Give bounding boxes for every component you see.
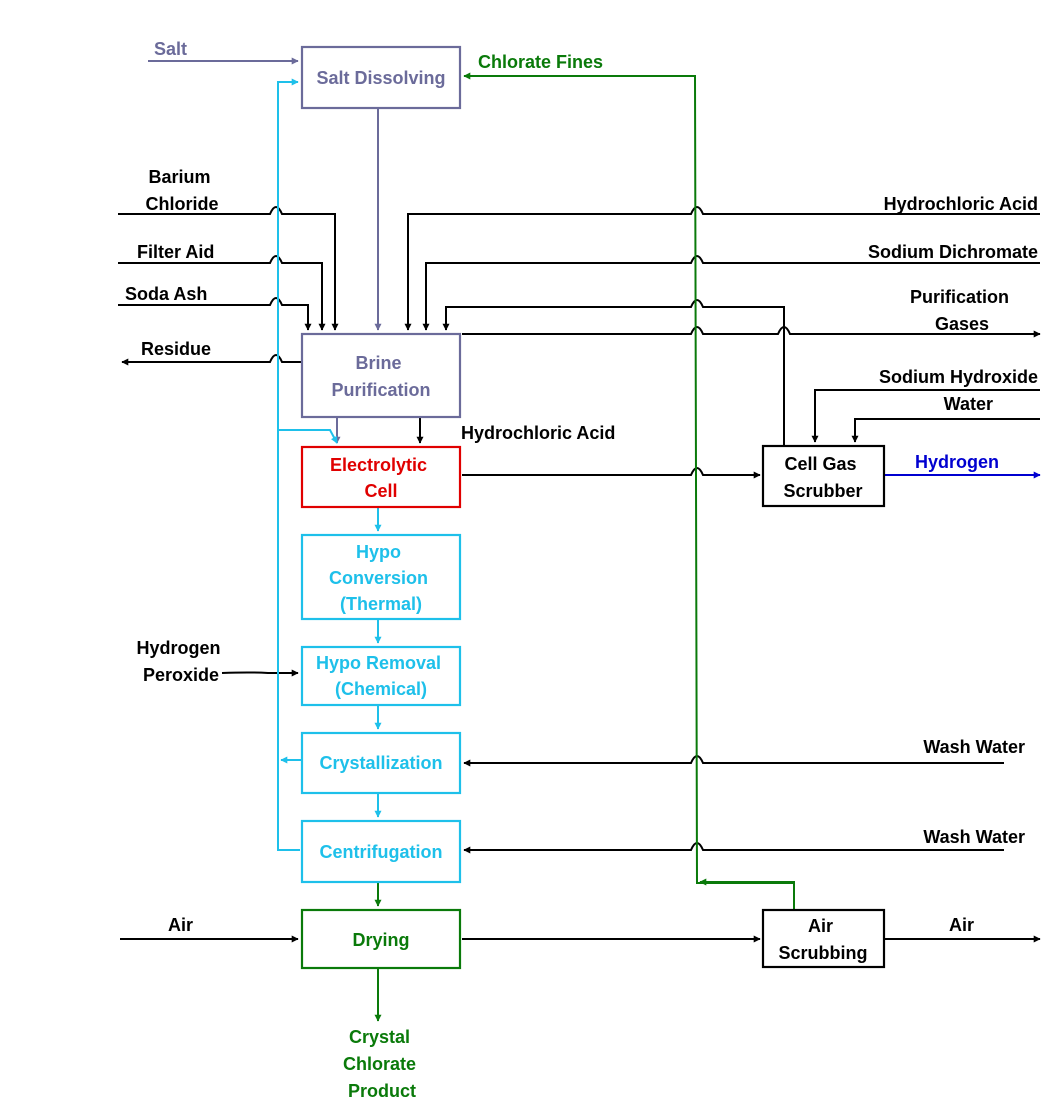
purification-gases-line <box>462 326 1041 338</box>
air-out-label: Air <box>949 915 974 935</box>
cell-gas-scrubber-label-line-1: Cell Gas <box>784 454 856 474</box>
brine-purification-box: Brine Purification <box>300 332 462 419</box>
svg-text:Crystallization: Crystallization <box>319 753 442 773</box>
electrolytic-cell-label-line-1: Electrolytic <box>330 455 427 475</box>
hypo-conversion-label-line-1: Hypo <box>356 542 401 562</box>
air-scrubbing-box: Air Scrubbing <box>761 908 886 969</box>
centrifugation-box: Centrifugation <box>300 819 462 884</box>
svg-text:Brine Purification: Brine Purification <box>331 353 430 400</box>
product-label-line-2: Chlorate <box>343 1054 416 1074</box>
air-scrubbing-to-fines-line <box>699 878 795 910</box>
barium-chloride-label-line-2: Chloride <box>145 194 218 214</box>
svg-text:Drying: Drying <box>352 930 409 950</box>
svg-text:Hypo Removal (Chemical): Hypo Removal (Chemical) <box>316 653 446 699</box>
electrolytic-cell-box: Electrolytic Cell <box>300 445 462 509</box>
purification-gases-label-line-1: Purification <box>910 287 1009 307</box>
crystallization-label: Crystallization <box>319 753 442 773</box>
hydrogen-peroxide-label-line-2: Peroxide <box>143 665 219 685</box>
centrifugation-label: Centrifugation <box>320 842 443 862</box>
wash-water-1-line <box>463 755 1004 767</box>
svg-text:Centrifugation: Centrifugation <box>320 842 443 862</box>
hydrogen-peroxide-line <box>221 669 299 677</box>
hypo-conversion-label-line-2: Conversion <box>329 568 428 588</box>
air-scrubbing-label-line-1: Air <box>808 916 833 936</box>
wash-water-2-label: Wash Water <box>923 827 1025 847</box>
sodium-hydroxide-line <box>811 389 1040 443</box>
filter-aid-label: Filter Aid <box>137 242 214 262</box>
electrolytic-cell-label-line-2: Cell <box>364 481 397 501</box>
hydrogen-label: Hydrogen <box>915 452 999 472</box>
hypo-removal-box: Hypo Removal (Chemical) <box>300 645 462 707</box>
barium-chloride-line <box>118 206 339 331</box>
svg-text:Air Scrubbing: Air Scrubbing <box>779 916 868 963</box>
purification-gases-label-line-2: Gases <box>935 314 989 334</box>
svg-text:Hydrogen Peroxide: Hydrogen Peroxide <box>136 638 225 685</box>
svg-text:Electrolytic Cell: Electrolytic Cell <box>330 455 432 501</box>
chlorate-fines-line <box>463 72 795 884</box>
product-label-line-3: Product <box>348 1081 416 1101</box>
barium-chloride-label-line-1: Barium <box>148 167 210 187</box>
cell-to-scrubber-line <box>462 467 761 479</box>
product-label-line-1: Crystal <box>349 1027 410 1047</box>
svg-text:Crystal Chlorate Produ: Crystal Chlorate Product <box>343 1027 421 1101</box>
air-scrubbing-label-line-2: Scrubbing <box>779 943 868 963</box>
hydrochloric-acid-top-label: Hydrochloric Acid <box>884 194 1038 214</box>
water-line <box>851 418 1040 443</box>
residue-label: Residue <box>141 339 211 359</box>
chlorate-fines-label: Chlorate Fines <box>478 52 603 72</box>
soda-ash-line <box>118 297 312 331</box>
hypo-removal-label-line-2: (Chemical) <box>335 679 427 699</box>
wash-water-1-label: Wash Water <box>923 737 1025 757</box>
water-label: Water <box>944 394 993 414</box>
scrubber-recycle-line <box>442 299 785 446</box>
svg-text:Hypo Conversion (T: Hypo Conversion (Thermal) <box>329 542 433 614</box>
hypo-conversion-box: Hypo Conversion (Thermal) <box>300 533 462 621</box>
svg-text:Barium Chloride: Barium Chloride <box>145 167 218 214</box>
hydrochloric-acid-cell-label: Hydrochloric Acid <box>461 423 615 443</box>
recycle-to-cell-branch <box>278 429 338 444</box>
salt-dissolving-label: Salt Dissolving <box>316 68 445 88</box>
hypo-conversion-label-line-3: (Thermal) <box>340 594 422 614</box>
brine-purification-label-line-1: Brine <box>355 353 401 373</box>
svg-text:Purification Gases: Purification Gases <box>910 287 1014 334</box>
drying-label: Drying <box>352 930 409 950</box>
salt-dissolving-box: Salt Dissolving <box>300 45 462 110</box>
hydrochloric-acid-top-line <box>404 206 1040 331</box>
cell-gas-scrubber-box: Cell Gas Scrubber <box>761 444 886 508</box>
cell-gas-scrubber-label-line-2: Scrubber <box>783 481 862 501</box>
crystallization-box: Crystallization <box>300 731 462 795</box>
brine-purification-label-line-2: Purification <box>331 380 430 400</box>
filter-aid-line <box>118 255 326 331</box>
hypo-removal-label-line-1: Hypo Removal <box>316 653 441 673</box>
sodium-dichromate-label: Sodium Dichromate <box>868 242 1038 262</box>
mother-liquor-recycle-line <box>277 78 300 851</box>
salt-label: Salt <box>154 39 187 59</box>
drying-box: Drying <box>300 908 462 970</box>
hydrogen-peroxide-label-line-1: Hydrogen <box>136 638 220 658</box>
sodium-hydroxide-label: Sodium Hydroxide <box>879 367 1038 387</box>
svg-text:Cell Gas Scrubber: Cell Gas Scrubber <box>783 454 862 501</box>
soda-ash-label: Soda Ash <box>125 284 207 304</box>
svg-text:Salt Dissolving: Salt Dissolving <box>316 68 445 88</box>
residue-line <box>121 354 302 366</box>
air-in-label: Air <box>168 915 193 935</box>
